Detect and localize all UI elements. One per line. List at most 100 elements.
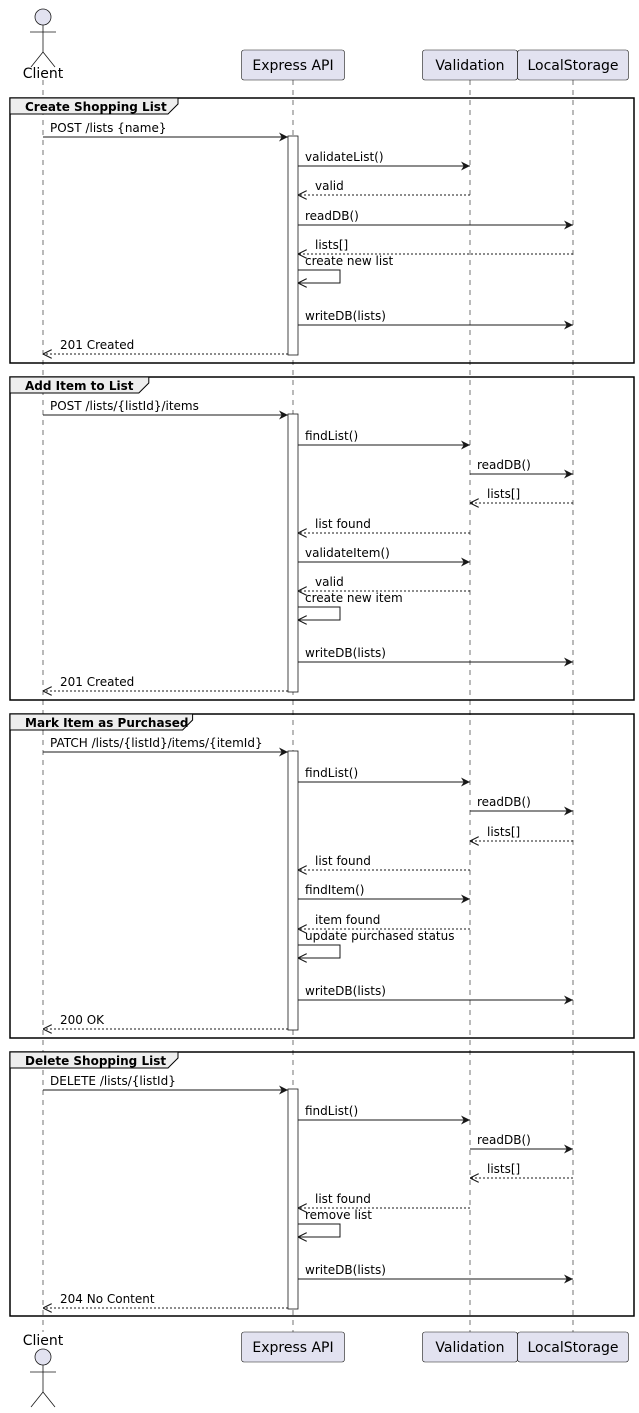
- message-200-ok: 200 OK: [43, 1013, 288, 1029]
- group-frame: [9, 1051, 635, 1317]
- message-arrow: [298, 269, 341, 283]
- message-arrow: [298, 1223, 341, 1237]
- message-finditem: findItem(): [298, 883, 470, 904]
- message-204-no-content: 204 No Content: [43, 1292, 288, 1308]
- message-arrow: [298, 944, 341, 958]
- participant-label-storage: LocalStorage: [527, 58, 618, 74]
- message-label: POST /lists {name}: [50, 121, 166, 135]
- activation-api: [287, 413, 299, 693]
- message-arrow: [298, 606, 341, 620]
- message-label: remove list: [305, 1208, 372, 1222]
- message-lists: lists[]: [298, 238, 573, 254]
- message-label: findList(): [305, 766, 358, 780]
- message-remove-list: remove list: [298, 1208, 372, 1237]
- message-label: validateItem(): [305, 546, 390, 560]
- activation-api: [287, 750, 299, 1031]
- message-label: create new list: [305, 254, 393, 268]
- message-writedb-lists: writeDB(lists): [298, 309, 573, 330]
- participant-storage-header: LocalStorage: [517, 49, 629, 81]
- group-title-tab: [9, 1051, 179, 1069]
- group-create-shopping-list: Create Shopping List: [9, 97, 635, 364]
- group-title-tab: [9, 376, 150, 394]
- participant-box-storage: [517, 49, 629, 81]
- participant-label-storage: LocalStorage: [527, 1340, 618, 1356]
- actor-client-header: Client: [23, 8, 64, 82]
- message-findlist: findList(): [298, 1104, 470, 1125]
- activation-api: [287, 1088, 299, 1310]
- message-label: lists[]: [487, 487, 520, 501]
- actor-head-icon: [34, 1348, 52, 1366]
- message-valid: valid: [298, 179, 470, 195]
- message-label: writeDB(lists): [305, 984, 386, 998]
- message-lists: lists[]: [470, 825, 573, 841]
- group-title: Mark Item as Purchased: [25, 716, 188, 730]
- activations-layer: [287, 135, 299, 1310]
- group-frame: [9, 97, 635, 364]
- message-label: lists[]: [487, 1162, 520, 1176]
- message-label: list found: [315, 854, 371, 868]
- participant-label-validation: Validation: [435, 1340, 504, 1356]
- message-201-created: 201 Created: [43, 675, 288, 691]
- actor-leg-left: [30, 51, 44, 68]
- message-create-new-list: create new list: [298, 254, 393, 283]
- message-label: 200 OK: [60, 1013, 105, 1027]
- group-add-item-to-list: Add Item to List: [9, 376, 635, 701]
- participant-label-api: Express API: [252, 1340, 333, 1356]
- messages-layer: POST /lists {name} validateList() valid rea…: [43, 121, 573, 1308]
- participant-label-validation: Validation: [435, 58, 504, 74]
- message-label: 201 Created: [60, 338, 134, 352]
- message-lists: lists[]: [470, 1162, 573, 1178]
- message-label: valid: [315, 179, 344, 193]
- group-frame: [9, 713, 635, 1039]
- message-label: lists[]: [487, 825, 520, 839]
- group-frame: [9, 376, 635, 701]
- message-readdb: readDB(): [470, 795, 573, 816]
- message-label: update purchased status: [305, 929, 454, 943]
- actor-leg-left: [30, 1391, 44, 1408]
- message-patch-lists-listid-items-itemid: PATCH /lists/{listId}/items/{itemId}: [43, 736, 288, 757]
- message-label: findList(): [305, 429, 358, 443]
- participant-label-api: Express API: [252, 58, 333, 74]
- message-writedb-lists: writeDB(lists): [298, 646, 573, 667]
- message-label: writeDB(lists): [305, 1263, 386, 1277]
- message-label: PATCH /lists/{listId}/items/{itemId}: [50, 736, 263, 750]
- group-title: Delete Shopping List: [25, 1054, 166, 1068]
- participant-box-storage: [517, 1331, 629, 1363]
- group-title-tab: [9, 97, 179, 115]
- message-label: readDB(): [305, 209, 359, 223]
- message-label: writeDB(lists): [305, 309, 386, 323]
- message-list-found: list found: [298, 854, 470, 870]
- message-label: lists[]: [315, 238, 348, 252]
- message-label: readDB(): [477, 795, 531, 809]
- actor-client-footer: Client: [23, 1333, 64, 1408]
- participant-validation-footer: Validation: [422, 1331, 518, 1363]
- message-label: readDB(): [477, 458, 531, 472]
- message-list-found: list found: [298, 517, 470, 533]
- participant-box-api: [241, 1331, 345, 1363]
- message-readdb: readDB(): [298, 209, 573, 230]
- participant-box-api: [241, 49, 345, 81]
- activation-api: [287, 135, 299, 356]
- group-title-tab: [9, 713, 194, 731]
- message-findlist: findList(): [298, 766, 470, 787]
- actor-head-icon: [34, 8, 52, 26]
- message-readdb: readDB(): [470, 1133, 573, 1154]
- message-findlist: findList(): [298, 429, 470, 450]
- participant-api-footer: Express API: [241, 1331, 345, 1363]
- message-label: 204 No Content: [60, 1292, 155, 1306]
- participant-validation-header: Validation: [422, 49, 518, 81]
- actor-leg-right: [42, 1391, 56, 1408]
- participant-api-header: Express API: [241, 49, 345, 81]
- message-label: valid: [315, 575, 344, 589]
- message-label: findList(): [305, 1104, 358, 1118]
- group-mark-item-as-purchased: Mark Item as Purchased: [9, 713, 635, 1039]
- message-validatelist: validateList(): [298, 150, 470, 171]
- message-item-found: item found: [298, 913, 470, 929]
- message-label: validateList(): [305, 150, 384, 164]
- message-delete-lists-listid: DELETE /lists/{listId}: [43, 1074, 288, 1095]
- message-label: list found: [315, 517, 371, 531]
- message-label: create new item: [305, 591, 403, 605]
- message-label: DELETE /lists/{listId}: [50, 1074, 176, 1088]
